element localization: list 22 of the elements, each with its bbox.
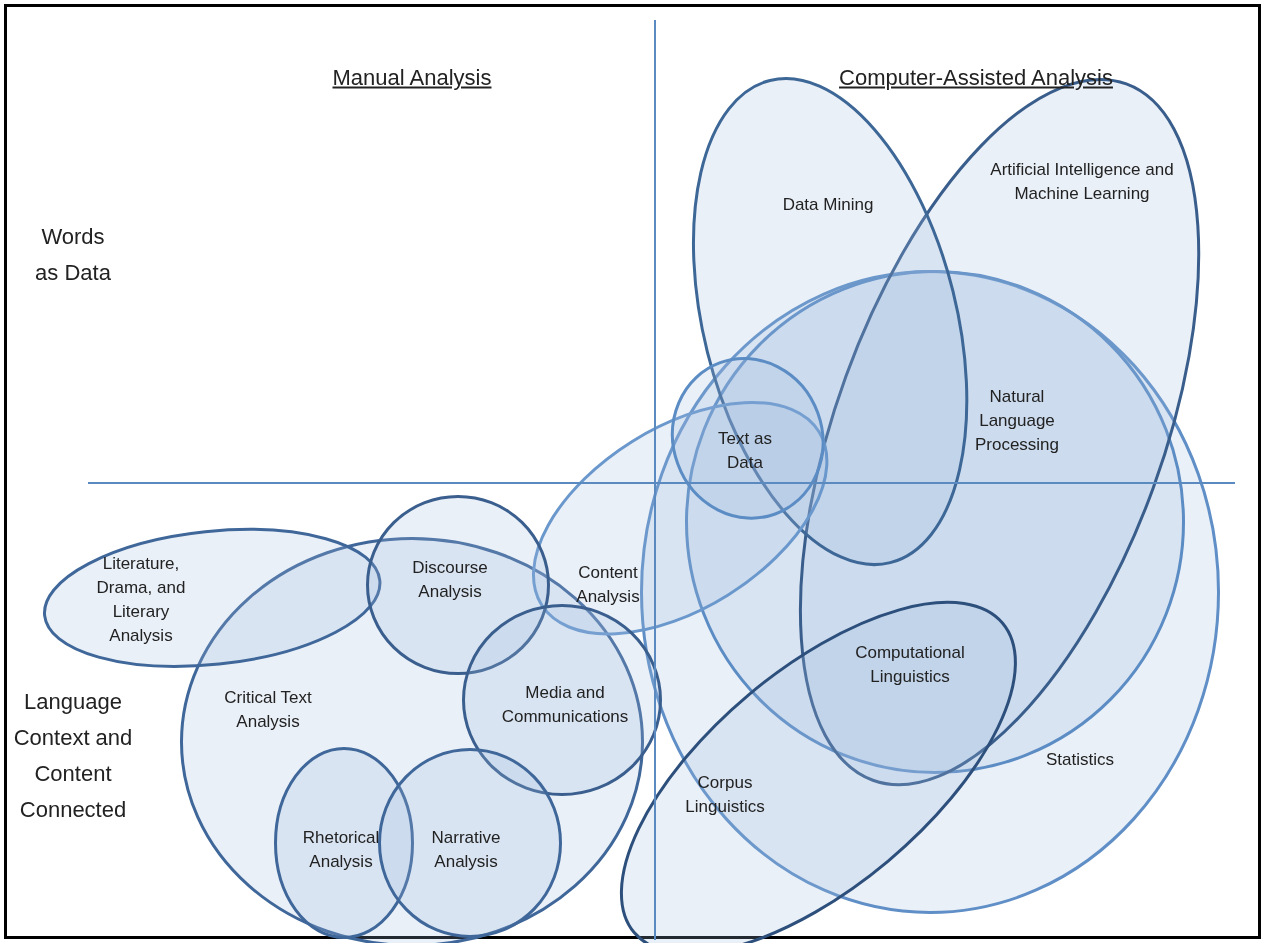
topic-label: Literature, Drama, and Literary Analysis bbox=[95, 553, 187, 647]
axis-heading: Computational Linguistics bbox=[854, 642, 966, 688]
topic-label: Narrative Analysis bbox=[430, 827, 502, 873]
topic-ellipse bbox=[671, 356, 825, 520]
axis-heading: Manual Analysis bbox=[331, 63, 493, 92]
axis-heading: Language Context and Content Connected bbox=[12, 688, 134, 824]
topic-label: Discourse Analysis bbox=[411, 557, 489, 603]
topic-label: Statistics bbox=[1045, 749, 1115, 771]
topic-label: Content Analysis bbox=[575, 562, 641, 608]
topic-label: Corpus Linguistics bbox=[684, 772, 766, 818]
topic-ellipse bbox=[378, 748, 562, 938]
topic-label: Rhetorical Analysis bbox=[301, 827, 381, 873]
topic-ellipse bbox=[366, 495, 550, 675]
topic-label: Data Mining bbox=[781, 194, 875, 216]
topic-label: Critical Text Analysis bbox=[223, 687, 313, 733]
axis-heading: Words as Data bbox=[34, 223, 112, 287]
topic-ellipse bbox=[462, 604, 662, 796]
axis-heading: Computer-Assisted Analysis bbox=[838, 63, 1114, 92]
topic-label: Artificial Intelligence and Machine Learning bbox=[989, 159, 1175, 205]
topic-label: Media and Communications bbox=[500, 682, 630, 728]
topic-label: Natural Language Processing bbox=[973, 386, 1061, 456]
topic-label: Text as Data bbox=[717, 428, 773, 474]
